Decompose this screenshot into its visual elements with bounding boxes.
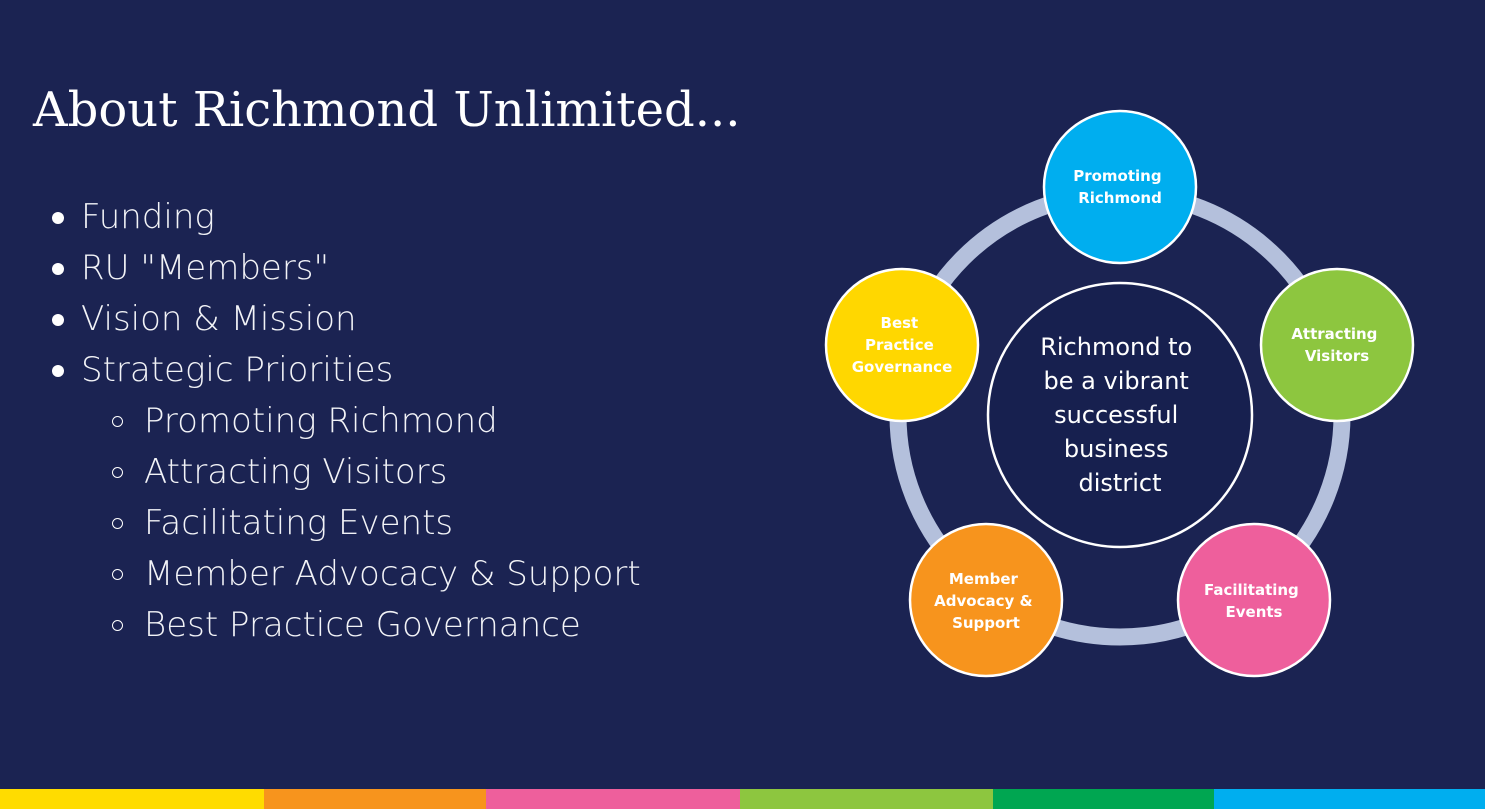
center-line: successful <box>1054 401 1178 429</box>
node-label-line: Governance <box>852 358 953 376</box>
footer-color-bar <box>0 789 1485 809</box>
center-circle-shape <box>986 281 1254 549</box>
footer-segment-blue <box>1214 789 1485 809</box>
node-label-line: Best <box>881 314 919 332</box>
node-label: Promoting Richmond <box>1073 167 1167 207</box>
node-label-line: Events <box>1226 603 1283 621</box>
bullet-item-funding: Funding <box>48 192 641 243</box>
bullet-label: Vision & Mission <box>81 299 357 339</box>
sub-bullet-attracting-visitors: Attracting Visitors <box>48 447 641 498</box>
node-label-line: Advocacy & <box>934 592 1032 610</box>
node-label: Facilitating Events <box>1204 581 1304 621</box>
hollow-bullet-icon <box>112 518 123 529</box>
node-facilitating-events: Facilitating Events <box>1176 522 1332 678</box>
bullet-item-members: RU "Members" <box>48 243 641 294</box>
node-circle <box>1259 267 1415 423</box>
node-best-practice-governance: Best Practice Governance <box>824 267 980 423</box>
footer-segment-green <box>993 789 1214 809</box>
bullet-label: Funding <box>81 197 215 237</box>
hollow-bullet-icon <box>112 416 123 427</box>
node-promoting-richmond: Promoting Richmond <box>1042 109 1198 265</box>
hollow-bullet-icon <box>112 620 123 631</box>
bullet-dot-icon <box>52 314 64 326</box>
bullet-label: Facilitating Events <box>144 503 454 543</box>
bullet-item-vision-mission: Vision & Mission <box>48 294 641 345</box>
bullet-label: Member Advocacy & Support <box>144 554 641 594</box>
node-label-line: Practice <box>865 336 934 354</box>
bullet-label: Promoting Richmond <box>144 401 498 441</box>
bullet-dot-icon <box>52 263 64 275</box>
sub-bullet-promoting-richmond: Promoting Richmond <box>48 396 641 447</box>
node-label-line: Promoting <box>1073 167 1161 185</box>
node-circle <box>1042 109 1198 265</box>
center-circle: Richmond to be a vibrant successful busi… <box>986 281 1254 549</box>
footer-segment-pink <box>486 789 740 809</box>
sub-bullet-facilitating-events: Facilitating Events <box>48 498 641 549</box>
bullet-label: Best Practice Governance <box>144 605 581 645</box>
center-line: be a vibrant <box>1044 367 1189 395</box>
footer-segment-lime <box>740 789 993 809</box>
hollow-bullet-icon <box>112 467 123 478</box>
node-label-line: Facilitating <box>1204 581 1299 599</box>
node-circle <box>824 267 980 423</box>
hollow-bullet-icon <box>112 569 123 580</box>
cycle-ring <box>889 184 1351 646</box>
node-label: Attracting Visitors <box>1291 325 1382 365</box>
center-line: business <box>1064 435 1169 463</box>
bullet-list: Funding RU "Members" Vision & Mission St… <box>48 192 641 651</box>
footer-segment-orange <box>264 789 486 809</box>
node-attracting-visitors: Attracting Visitors <box>1259 267 1415 423</box>
node-label-line: Member <box>949 570 1019 588</box>
node-circle <box>1176 522 1332 678</box>
bullet-label: Attracting Visitors <box>144 452 448 492</box>
bullet-label: Strategic Priorities <box>81 350 394 390</box>
bullet-dot-icon <box>52 365 64 377</box>
center-text: Richmond to be a vibrant successful busi… <box>1040 333 1200 497</box>
bullet-item-strategic-priorities: Strategic Priorities <box>48 345 641 396</box>
bullet-dot-icon <box>52 212 64 224</box>
center-line: Richmond to <box>1040 333 1192 361</box>
node-circle <box>908 522 1064 678</box>
center-line: district <box>1079 469 1162 497</box>
sub-bullet-member-advocacy: Member Advocacy & Support <box>48 549 641 600</box>
node-label-line: Support <box>952 614 1020 632</box>
node-label: Member Advocacy & Support <box>934 570 1038 632</box>
bullet-label: RU "Members" <box>81 248 330 288</box>
sub-bullet-best-practice-governance: Best Practice Governance <box>48 600 641 651</box>
node-label-line: Visitors <box>1305 347 1369 365</box>
node-member-advocacy-support: Member Advocacy & Support <box>908 522 1064 678</box>
node-label: Best Practice Governance <box>852 314 953 376</box>
node-label-line: Richmond <box>1078 189 1162 207</box>
node-label-line: Attracting <box>1291 325 1377 343</box>
footer-segment-yellow <box>0 789 264 809</box>
slide-title: About Richmond Unlimited... <box>33 82 741 138</box>
